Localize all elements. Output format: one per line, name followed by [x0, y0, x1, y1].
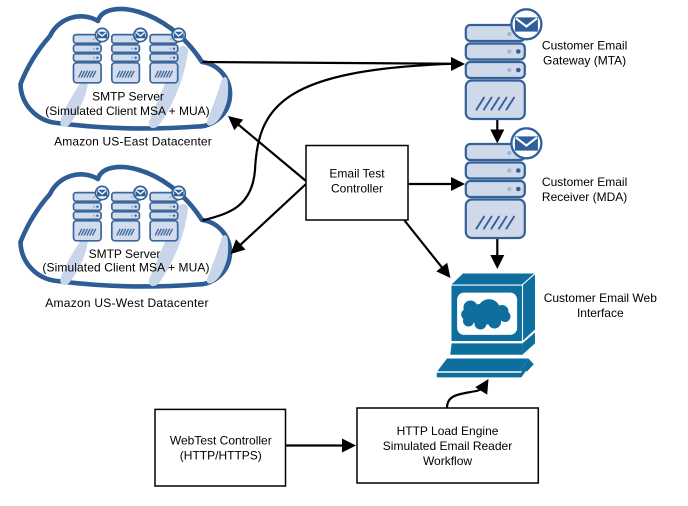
svg-text:Amazon US-West Datacenter: Amazon US-West Datacenter: [45, 296, 208, 310]
svg-text:HTTP Load Engine: HTTP Load Engine: [397, 424, 499, 438]
svg-text:Email Test: Email Test: [329, 167, 385, 181]
svg-text:Simulated Email Reader: Simulated Email Reader: [383, 439, 512, 453]
svg-text:Interface: Interface: [577, 306, 624, 320]
svg-text:SMTP Server: SMTP Server: [89, 247, 161, 261]
svg-text:Receiver (MDA): Receiver (MDA): [542, 190, 627, 204]
svg-text:Customer Email Web: Customer Email Web: [544, 291, 657, 305]
svg-text:Gateway (MTA): Gateway (MTA): [543, 54, 626, 68]
svg-text:(HTTP/HTTPS): (HTTP/HTTPS): [180, 449, 262, 463]
svg-text:(Simulated Client MSA + MUA): (Simulated Client MSA + MUA): [42, 261, 209, 275]
svg-text:Customer Email: Customer Email: [542, 39, 627, 53]
svg-text:(Simulated Client MSA + MUA): (Simulated Client MSA + MUA): [45, 104, 209, 118]
svg-text:Customer Email: Customer Email: [542, 175, 627, 189]
svg-text:SMTP Server: SMTP Server: [92, 90, 164, 104]
svg-text:Amazon US-East Datacenter: Amazon US-East Datacenter: [54, 135, 212, 149]
svg-text:Workflow: Workflow: [423, 454, 472, 468]
svg-text:WebTest Controller: WebTest Controller: [170, 434, 272, 448]
svg-text:Controller: Controller: [331, 182, 383, 196]
